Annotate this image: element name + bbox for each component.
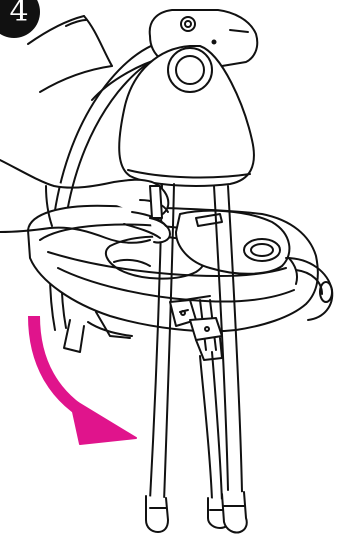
leg-feet — [146, 492, 247, 533]
upper-arm-sleeve — [28, 16, 112, 92]
